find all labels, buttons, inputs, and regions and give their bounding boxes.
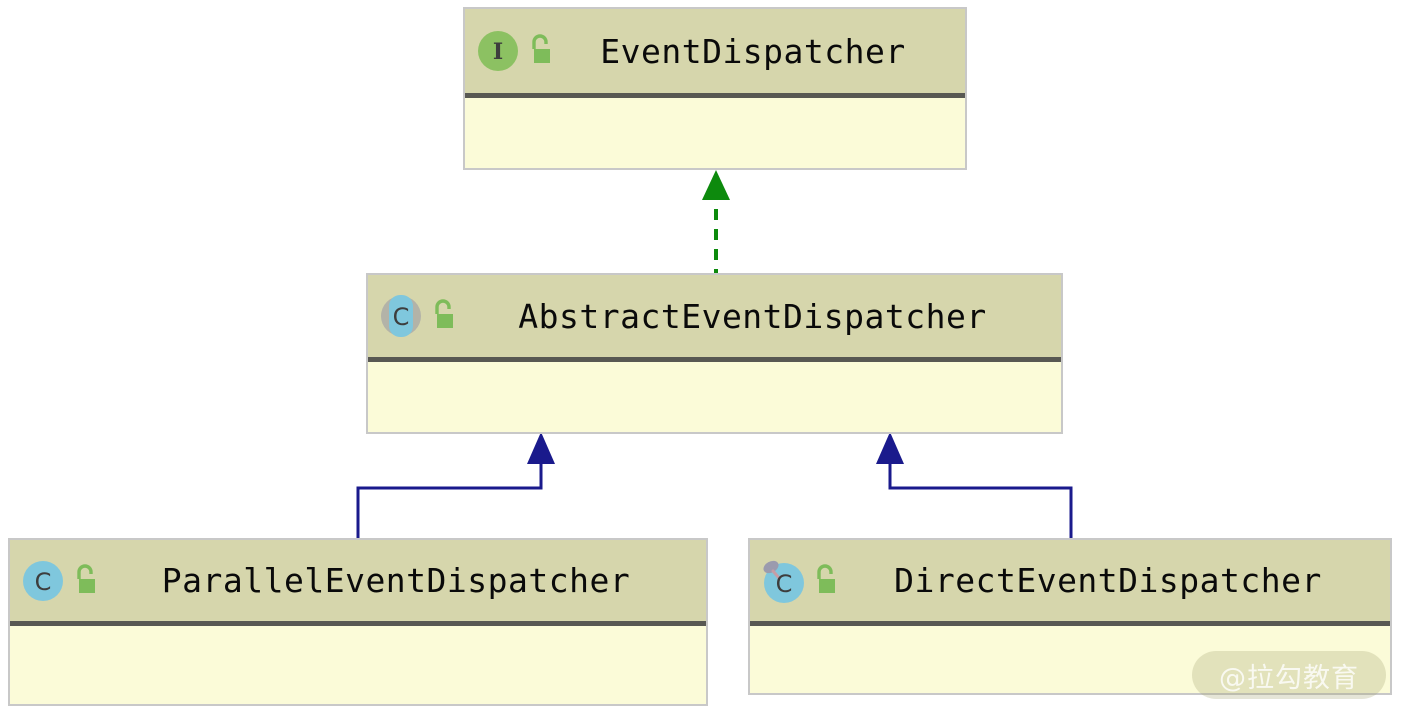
class-box-direct-event-dispatcher[interactable]: C DirectEventDispatcher — [748, 538, 1392, 695]
class-header-direct-event-dispatcher: C DirectEventDispatcher — [750, 540, 1390, 626]
class-box-abstract-event-dispatcher[interactable]: C AbstractEventDispatcher — [366, 273, 1063, 434]
icon-group-direct-event-dispatcher: C — [760, 558, 840, 604]
class-name-event-dispatcher: EventDispatcher — [600, 31, 906, 71]
class-members-event-dispatcher — [465, 98, 965, 168]
unlocked-padlock-icon — [525, 34, 555, 68]
class-header-parallel-event-dispatcher: C ParallelEventDispatcher — [10, 540, 706, 626]
realization-arrowhead — [702, 170, 730, 200]
generalization-connector-direct-to-abstract — [876, 430, 1088, 542]
class-box-event-dispatcher[interactable]: I EventDispatcher — [463, 7, 967, 170]
abstract-class-icon: C — [378, 293, 424, 339]
generalization-elbow-line — [356, 462, 543, 542]
class-name-abstract-event-dispatcher: AbstractEventDispatcher — [518, 296, 987, 336]
class-header-abstract-event-dispatcher: C AbstractEventDispatcher — [368, 275, 1061, 362]
generalization-arrowhead — [876, 432, 904, 464]
unlocked-padlock-icon — [70, 563, 100, 598]
realization-connector-abstract-to-interface — [690, 168, 742, 280]
generalization-connector-parallel-to-abstract — [350, 430, 560, 542]
class-members-parallel-event-dispatcher — [10, 626, 706, 703]
interface-icon: I — [475, 28, 521, 74]
svg-text:C: C — [393, 303, 410, 331]
class-icon: C — [20, 558, 66, 604]
icon-group-abstract-event-dispatcher: C — [378, 293, 458, 339]
generalization-arrowhead — [527, 432, 555, 464]
class-icon-with-marker: C — [760, 558, 806, 604]
class-name-parallel-event-dispatcher: ParallelEventDispatcher — [161, 561, 631, 600]
class-members-direct-event-dispatcher — [750, 626, 1390, 692]
svg-text:C: C — [35, 568, 52, 596]
class-name-direct-event-dispatcher: DirectEventDispatcher — [894, 561, 1322, 600]
class-members-abstract-event-dispatcher — [368, 362, 1061, 431]
svg-text:C: C — [776, 570, 793, 598]
class-box-parallel-event-dispatcher[interactable]: C ParallelEventDispatcher — [8, 538, 708, 706]
icon-group-event-dispatcher: I — [475, 28, 555, 74]
class-header-event-dispatcher: I EventDispatcher — [465, 9, 965, 98]
generalization-elbow-line — [888, 462, 1073, 542]
unlocked-padlock-icon — [810, 563, 840, 598]
svg-text:I: I — [493, 39, 503, 65]
unlocked-padlock-icon — [428, 299, 458, 333]
icon-group-parallel-event-dispatcher: C — [20, 558, 100, 604]
